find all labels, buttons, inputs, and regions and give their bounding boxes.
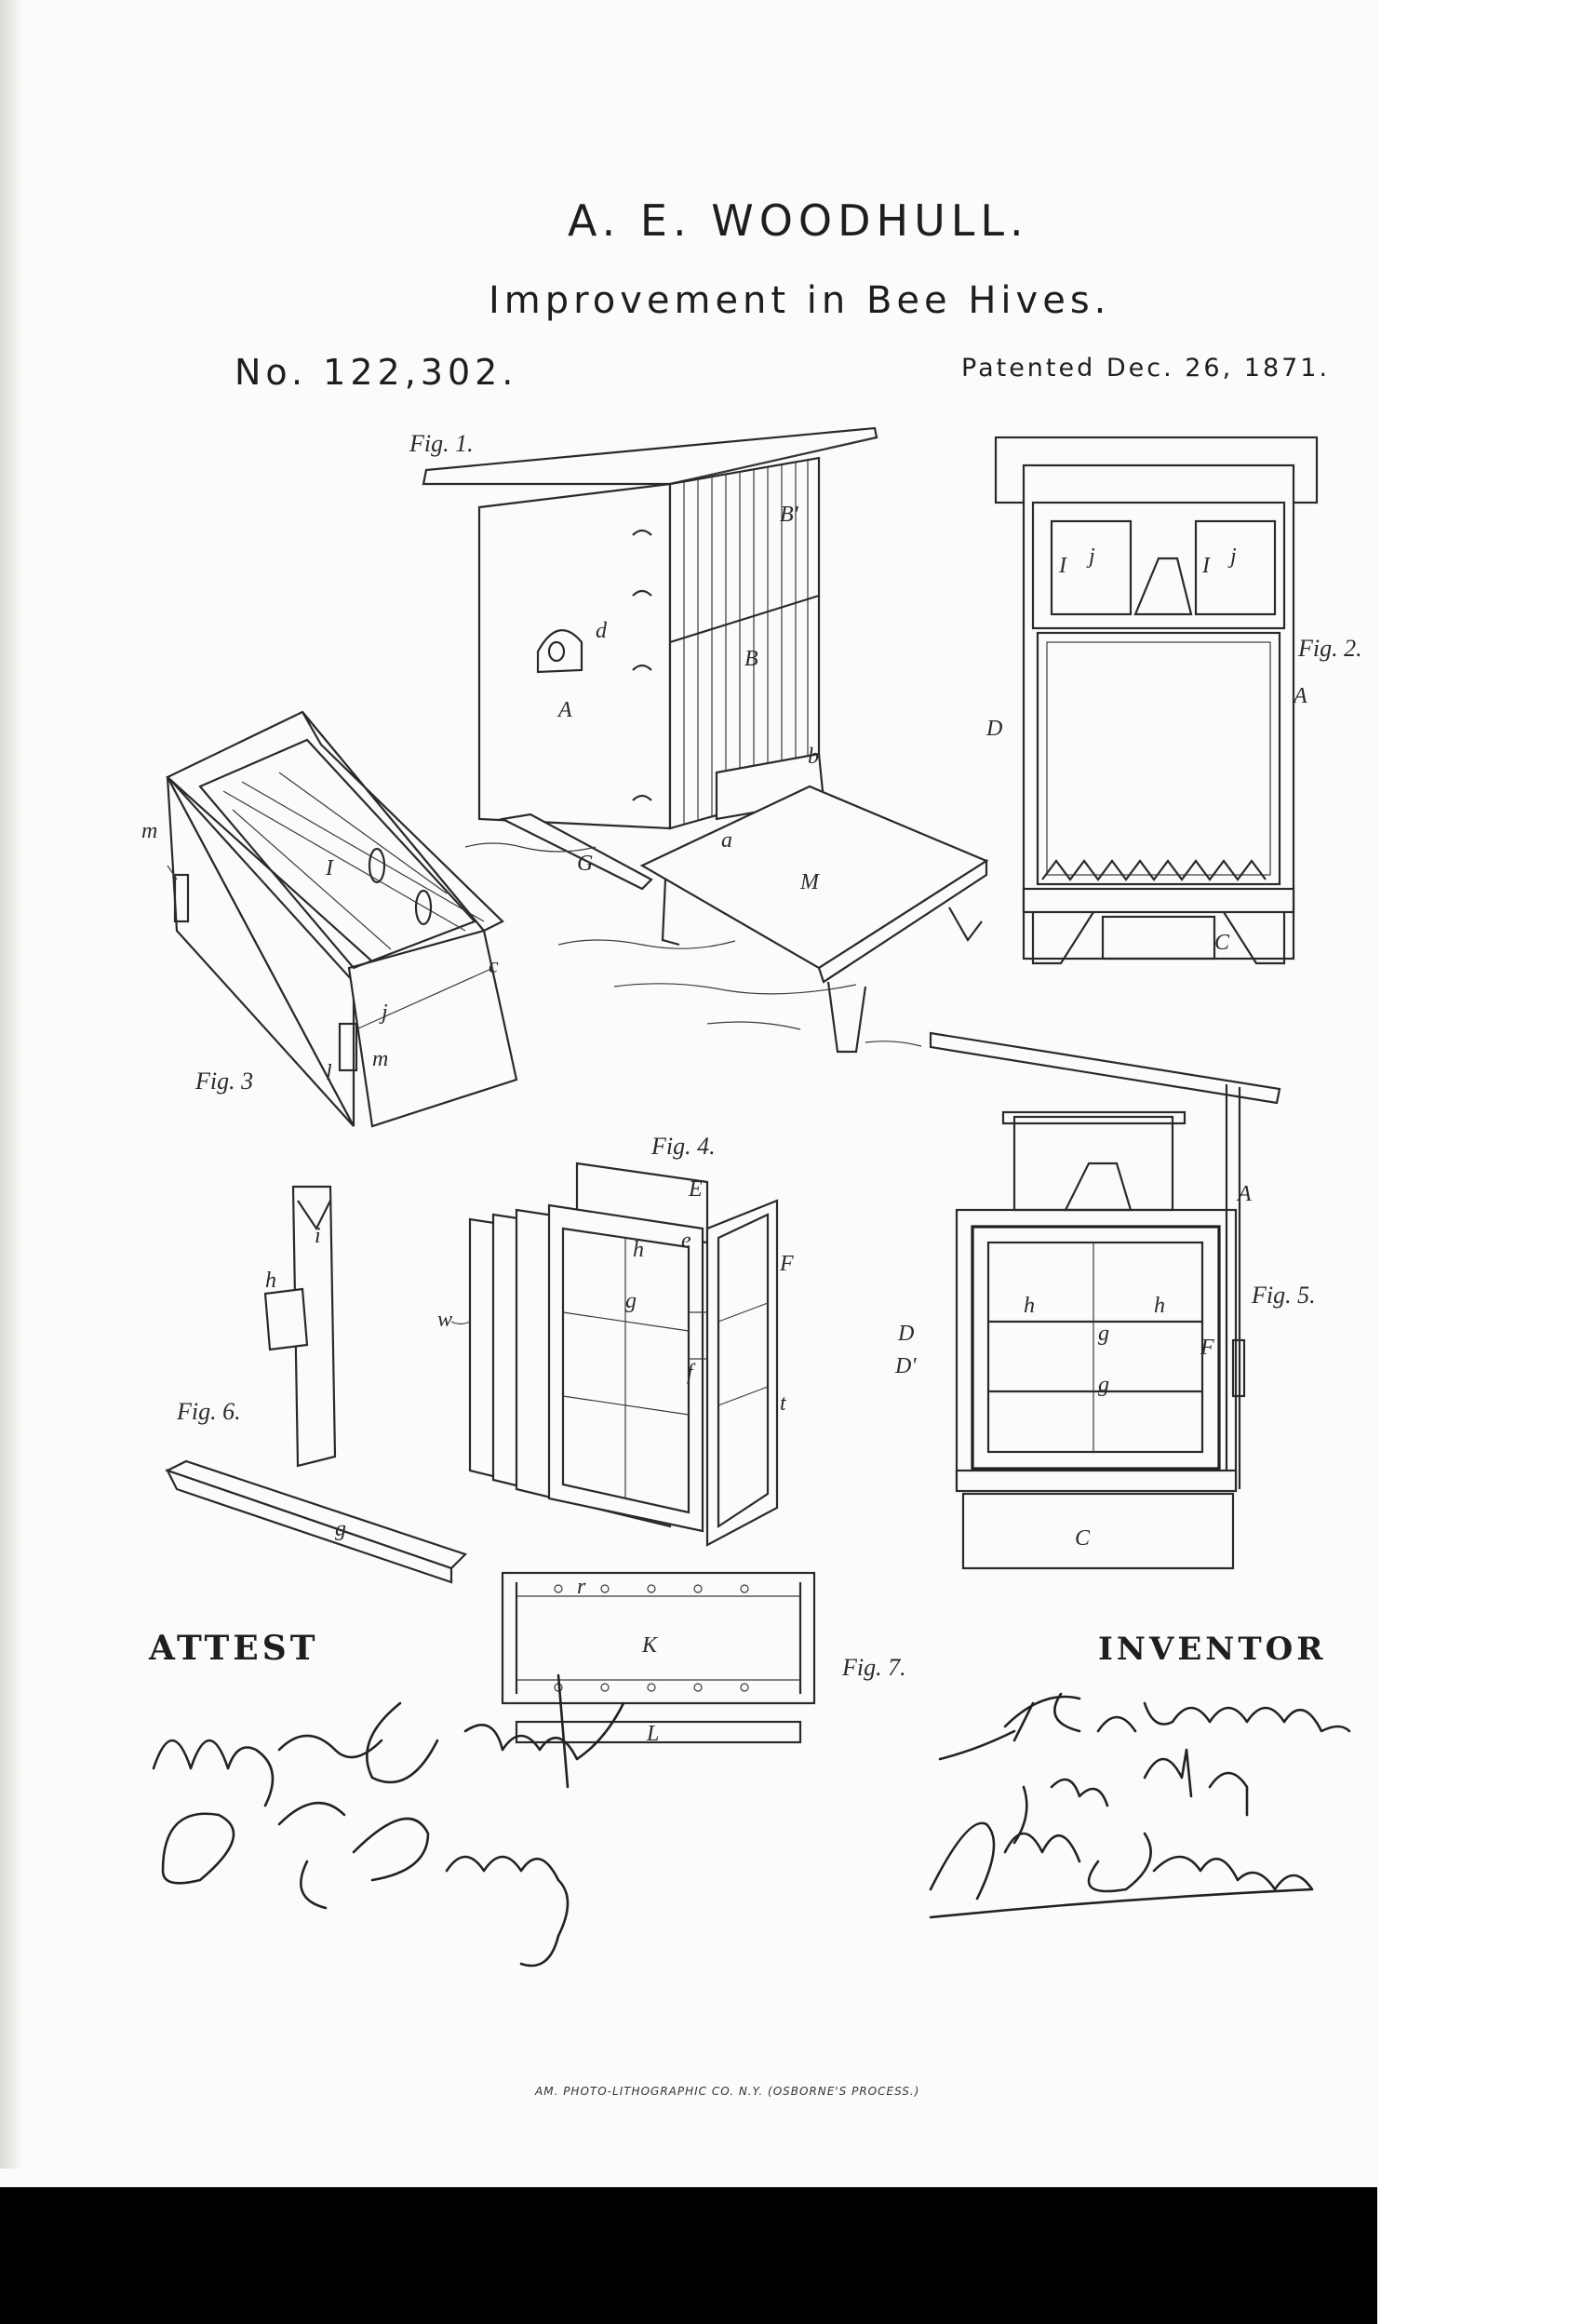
fig5-part-g-upper: g [1098,1322,1109,1346]
figure-2-section: Fig. 2. I j I j D A C [985,436,1362,965]
fig3-part-m-lower: m [372,1047,388,1071]
patent-number: No. 122,302. [235,352,518,393]
fig7-part-l: L [646,1722,659,1746]
fig1-part-b-lower: b [808,745,819,769]
fig4-open-frame [705,1199,779,1547]
fig4-part-h: h [633,1238,644,1262]
figure-6-strips: Fig. 6. i h g [165,1185,468,1584]
fig1-part-g: G [577,852,593,876]
witness-signatures [152,1673,625,1968]
fig4-part-f: F [779,1252,794,1276]
fig1-part-d: d [596,619,608,643]
fig5-part-c: C [1075,1526,1091,1551]
fig5-part-h-right: h [1154,1294,1165,1318]
figure-7-board: Fig. 7. K r L [501,1571,906,1746]
fig4-part-e: E [688,1177,703,1202]
fig2-part-c: C [1214,931,1230,955]
fig7-part-k: K [641,1633,659,1658]
patent-sheet: A. E. WOODHULL. Improvement in Bee Hives… [0,0,1362,2169]
figure-5-section: Fig. 5. A h h g g D D' F C [894,1031,1316,1570]
fig3-part-m: m [141,819,157,843]
inventor-name: A. E. WOODHULL. [568,195,1029,246]
fig1-part-b: B [744,647,758,671]
fig2-part-d: D [985,717,1002,741]
fig4-part-g: g [625,1289,637,1313]
fig2-part-j-left: j [1086,544,1095,569]
attest-label: ATTEST [149,1629,319,1668]
fig4-label: Fig. 4. [650,1133,716,1160]
fig5-part-d: D [897,1322,914,1346]
fig6-bar [165,1459,468,1570]
fig6-upright [291,1185,337,1468]
fig2-label: Fig. 2. [1297,635,1362,662]
fig2-part-i-right: I [1201,554,1211,578]
fig1-part-b-prime: B' [780,503,799,527]
fig2-part-a: A [1292,684,1307,708]
fig1-part-a: a [721,828,732,853]
fig5-part-h-left: h [1024,1294,1035,1318]
fig6-part-i: i [315,1224,321,1248]
figure-4-frames: Fig. 4. E F w g h e f t [437,1133,794,1547]
fig5-part-f: F [1200,1336,1214,1360]
fig2-part-j-right: j [1227,544,1237,569]
patent-date: Patented Dec. 26, 1871. [961,354,1331,383]
fig2-part-i-left: I [1058,554,1067,578]
scan-bottom-band [0,2187,1377,2324]
fig1-part-a-upper: A [556,698,572,722]
fig3-part-c: c [489,954,499,978]
fig5-part-g-lower: g [1098,1373,1109,1397]
fig5-label: Fig. 5. [1251,1282,1316,1309]
fig6-part-h: h [265,1269,276,1293]
fig6-part-g: g [335,1517,346,1541]
patent-drawings: Fig. 1. B' B A d b a G M [141,426,1362,1968]
inventor-label: INVENTOR [1098,1631,1327,1668]
fig4-part-f-lower: f [687,1361,696,1385]
fig7-part-r: r [577,1575,586,1599]
figure-3-box: Fig. 3 I m c l j m [141,710,518,1128]
fig5-roof [929,1031,1281,1105]
printer-credit: AM. PHOTO-LITHOGRAPHIC CO. N.Y. (OSBORNE… [535,2085,920,2098]
fig3-part-j: j [379,1001,388,1025]
fig6-label: Fig. 6. [176,1398,241,1425]
fig4-part-t: t [780,1391,787,1416]
figure-1-hive: Fig. 1. B' B A d b a G M [409,426,989,1054]
fig4-part-w: w [437,1308,452,1332]
fig3-part-l: l [326,1061,332,1085]
scan-edge-shadow [0,0,22,2169]
fig1-part-m: M [799,870,821,894]
fig1-label: Fig. 1. [409,430,474,457]
patent-title: Improvement in Bee Hives. [489,279,1111,322]
fig4-part-e-lower: e [681,1229,691,1253]
fig5-part-d-prime: D' [894,1354,917,1378]
fig3-label: Fig. 3 [194,1068,253,1095]
fig7-strip [515,1720,802,1744]
fig7-label: Fig. 7. [841,1654,906,1681]
fig5-part-a: A [1236,1182,1252,1206]
inventor-signatures [929,1692,1351,1919]
fig3-part-i: I [325,856,334,880]
fig7-board [501,1571,816,1705]
